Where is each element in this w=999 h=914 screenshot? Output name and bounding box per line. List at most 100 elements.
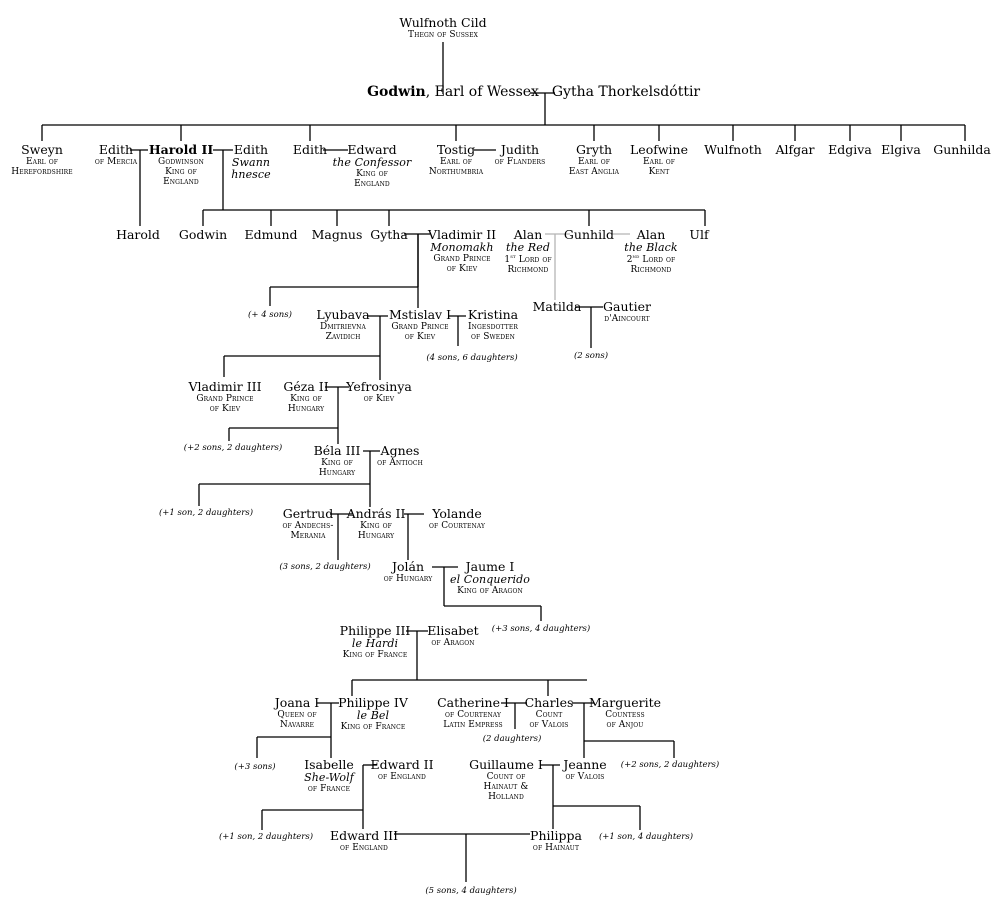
person-name: Gytha <box>370 227 408 242</box>
person-title-line: Herefordshire <box>11 167 73 178</box>
person-title-line: of Valois <box>529 720 569 731</box>
person-name: Béla III <box>313 443 361 458</box>
person-name: Kristina <box>467 307 519 322</box>
person-epithet: She-Wolf <box>304 771 354 784</box>
person-name: Edward II <box>370 757 434 772</box>
person-name: Yefrosinya <box>346 379 412 394</box>
person-title-line: 1st Lord of <box>504 253 552 266</box>
person-name: Vladimir III <box>188 379 262 394</box>
person-godwin-s: Godwin <box>179 228 227 242</box>
person-title-line: of Flanders <box>494 157 546 167</box>
person-title-line: of Aragon <box>431 638 475 648</box>
person-title-line: Ingesdotter <box>468 322 518 332</box>
person-epithet: Swann <box>231 156 271 169</box>
person-name: Philippa <box>530 828 582 843</box>
person-title-line: of Kiev <box>446 264 478 275</box>
person-title-line: England <box>163 177 199 188</box>
person-name: Joana I <box>274 695 320 710</box>
person-title-line: of Kiev <box>209 404 241 415</box>
person-title-line: of Hungary <box>383 574 433 584</box>
person-title-line: King of Aragon <box>457 586 523 597</box>
person-name: Agnes <box>380 443 420 458</box>
person-title-line: Dmitrievna <box>320 322 366 332</box>
person-name: Wulfnoth <box>704 142 762 157</box>
person-epithet: hnesce <box>231 168 271 182</box>
person-title-line: d'Aincourt <box>604 314 650 324</box>
issue-note: (+1 son, 2 daughters) <box>158 508 254 518</box>
person-wulfnoth: Wulfnoth <box>704 143 762 157</box>
person-name: Gunhilda <box>933 142 991 157</box>
person-name: Godwin, Earl of Wessex <box>367 84 539 101</box>
person-name: Isabelle <box>304 757 354 772</box>
person-title-line: King of <box>290 394 322 404</box>
person-name-bold: Harold II <box>148 142 214 157</box>
issue-note: (3 sons, 2 daughters) <box>279 562 371 572</box>
person-title-line: England <box>354 179 390 190</box>
person-name: Judith <box>500 142 540 157</box>
person-name: Edith <box>233 142 269 157</box>
issue-note: (2 sons) <box>573 351 609 361</box>
person-name: Marguerite <box>588 695 662 710</box>
person-title-line: Earl of <box>577 157 611 167</box>
person-title-line: of Kiev <box>363 394 395 404</box>
person-name: Leofwine <box>630 142 688 157</box>
issue-note: (+3 sons, 4 daughters) <box>491 624 591 634</box>
person-title-line: Countess <box>605 710 645 720</box>
person-name: Harold II <box>149 143 213 157</box>
person-name: Harold <box>116 227 160 242</box>
person-title-line: of Courtenay <box>428 521 486 531</box>
person-ulf: Ulf <box>689 228 708 242</box>
person-title-line: Earl of <box>642 157 676 167</box>
person-name: Catherine I <box>437 695 509 710</box>
person-name: Matilda <box>532 299 582 314</box>
person-name: Elisabet <box>427 623 479 638</box>
person-epithet: Monomakh <box>430 241 494 254</box>
person-epithet: the Confessor <box>332 156 412 169</box>
person-name: Edward III <box>329 828 399 843</box>
person-title-line: of Sweden <box>470 332 515 343</box>
person-name: Alan <box>513 227 543 242</box>
person-title-line: Grand Prince <box>391 322 449 332</box>
person-title-line: of Courtenay <box>444 710 502 720</box>
person-name: Sweyn <box>21 142 63 157</box>
person-title-line: Grand Prince <box>433 254 491 265</box>
person-name: Philippe III <box>339 623 411 638</box>
person-title-line: King of <box>356 169 388 180</box>
person-title-line: Merania <box>290 531 326 542</box>
person-title-line: Godwinson <box>158 157 204 167</box>
person-name: Edith <box>292 142 328 157</box>
person-name: Edith <box>98 142 134 157</box>
person-godwin: Godwin, Earl of Wessex <box>367 84 539 101</box>
issue-note: (+ 4 sons) <box>248 310 292 320</box>
person-elgiva: Elgiva <box>881 143 921 157</box>
person-magnus: Magnus <box>312 228 363 242</box>
person-epithet: le Hardi <box>351 637 399 650</box>
person-title-line: of Mercia <box>94 157 138 167</box>
person-matilda: Matilda <box>533 300 582 314</box>
person-name: Alan <box>636 227 666 242</box>
person-name: Godwin <box>178 227 228 242</box>
person-title-line: King of France <box>342 650 408 661</box>
